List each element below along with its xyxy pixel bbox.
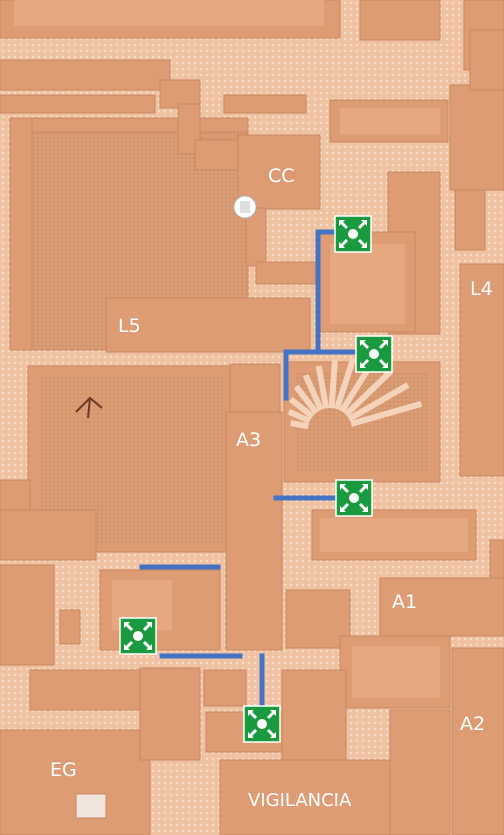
amphitheater-step <box>287 408 312 424</box>
amphitheater-step <box>302 373 324 412</box>
assembly-point-icon[interactable] <box>335 479 373 517</box>
evacuation-routes <box>139 229 357 709</box>
label-a2: A2 <box>460 713 485 735</box>
amphitheater-step <box>315 365 330 409</box>
label-eg: EG <box>50 759 77 781</box>
building-a3 <box>225 363 283 651</box>
amphitheater-step <box>333 357 357 411</box>
top-structures <box>0 0 504 114</box>
amphitheater-step <box>328 359 338 409</box>
label-l5: L5 <box>118 315 141 337</box>
label-l4: L4 <box>470 278 493 300</box>
building-vigilancia-area <box>205 669 451 835</box>
amphitheater-step <box>288 396 315 419</box>
label-vigilancia: VIGILANCIA <box>248 790 352 811</box>
assembly-point-icon[interactable] <box>119 617 157 655</box>
assembly-point-icon[interactable] <box>355 335 393 373</box>
amphitheater-step <box>293 384 319 415</box>
label-cc: CC <box>268 165 295 187</box>
amphitheater-step <box>347 382 410 422</box>
right-middle-blocks <box>285 509 504 835</box>
amphitheater <box>283 357 441 483</box>
left-middle-block <box>0 365 239 561</box>
label-a1: A1 <box>392 591 417 613</box>
amphitheater-step <box>343 368 394 417</box>
amphitheater-step <box>350 400 423 427</box>
assembly-point-icon[interactable] <box>334 215 372 253</box>
label-a3: A3 <box>236 429 261 451</box>
assembly-point-icon[interactable] <box>243 705 281 743</box>
sculpture-icon <box>75 396 103 419</box>
lower-left-complex <box>0 564 247 835</box>
amphitheater-step <box>290 420 309 430</box>
info-point-icon[interactable] <box>233 195 257 219</box>
